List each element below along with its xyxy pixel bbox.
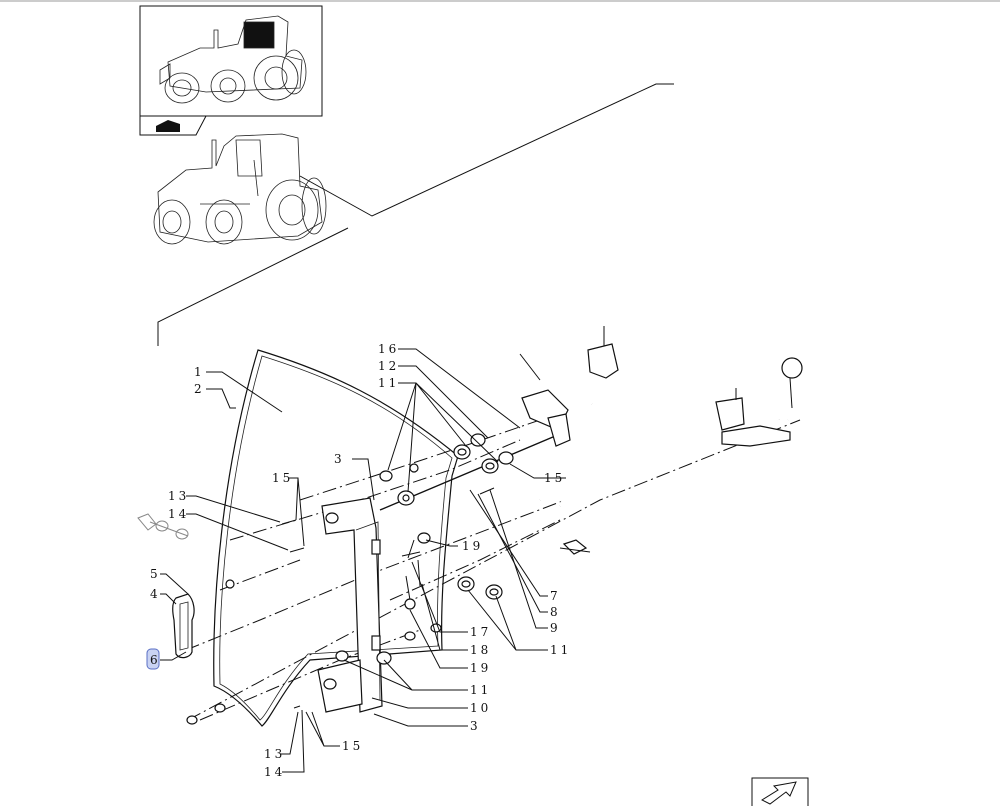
callout-17[interactable]: 17 — [470, 625, 491, 639]
callout-3[interactable]: 3 — [470, 719, 481, 733]
callout-7[interactable]: 7 — [550, 589, 561, 603]
bolts[interactable] — [186, 487, 495, 725]
callout-8[interactable]: 8 — [550, 605, 561, 619]
callout-14[interactable]: 14 — [168, 507, 189, 521]
callout-15[interactable]: 15 — [272, 471, 293, 485]
callout-18[interactable]: 18 — [470, 643, 491, 657]
callout-19[interactable]: 19 — [462, 539, 483, 553]
hinge-pin-ghost — [137, 513, 189, 540]
callout-labels: 16 12 11 1 2 3 15 15 13 14 19 5 4 6 7 8 … — [146, 342, 571, 779]
upper-bracket-assembly[interactable] — [519, 326, 803, 447]
tractor-thumbnail[interactable] — [139, 5, 323, 117]
callout-12[interactable]: 12 — [378, 359, 399, 373]
leader-lines — [160, 348, 566, 773]
callout-13[interactable]: 13 — [168, 489, 189, 503]
callout-15[interactable]: 15 — [342, 739, 363, 753]
callout-11[interactable]: 11 — [470, 683, 491, 697]
latch-clip[interactable] — [559, 539, 591, 555]
callout-2[interactable]: 2 — [194, 382, 205, 396]
callout-14[interactable]: 14 — [264, 765, 285, 779]
tractor-detail-drawing — [153, 133, 327, 245]
callout-5[interactable]: 5 — [150, 567, 161, 581]
hinge-bar[interactable] — [317, 497, 383, 713]
callout-1[interactable]: 1 — [194, 365, 205, 379]
callout-6[interactable]: 6 — [150, 653, 161, 667]
zoom-guide-lines — [157, 83, 674, 346]
book-tab-icon[interactable] — [139, 115, 207, 136]
washers[interactable] — [214, 433, 514, 713]
callout-6-highlight — [146, 648, 160, 670]
door-handle[interactable] — [172, 593, 195, 659]
callout-10[interactable]: 10 — [470, 701, 491, 715]
callout-3[interactable]: 3 — [334, 452, 345, 466]
callout-11[interactable]: 11 — [550, 643, 571, 657]
callout-9[interactable]: 9 — [550, 621, 561, 635]
next-page-arrow-icon[interactable] — [751, 777, 809, 806]
callout-19[interactable]: 19 — [470, 661, 491, 675]
tractor-thumbnail-drawing — [159, 15, 307, 104]
callout-13[interactable]: 13 — [264, 747, 285, 761]
callout-16[interactable]: 16 — [378, 342, 399, 356]
callout-15[interactable]: 15 — [544, 471, 565, 485]
callout-11[interactable]: 11 — [378, 376, 399, 390]
callout-4[interactable]: 4 — [150, 587, 161, 601]
